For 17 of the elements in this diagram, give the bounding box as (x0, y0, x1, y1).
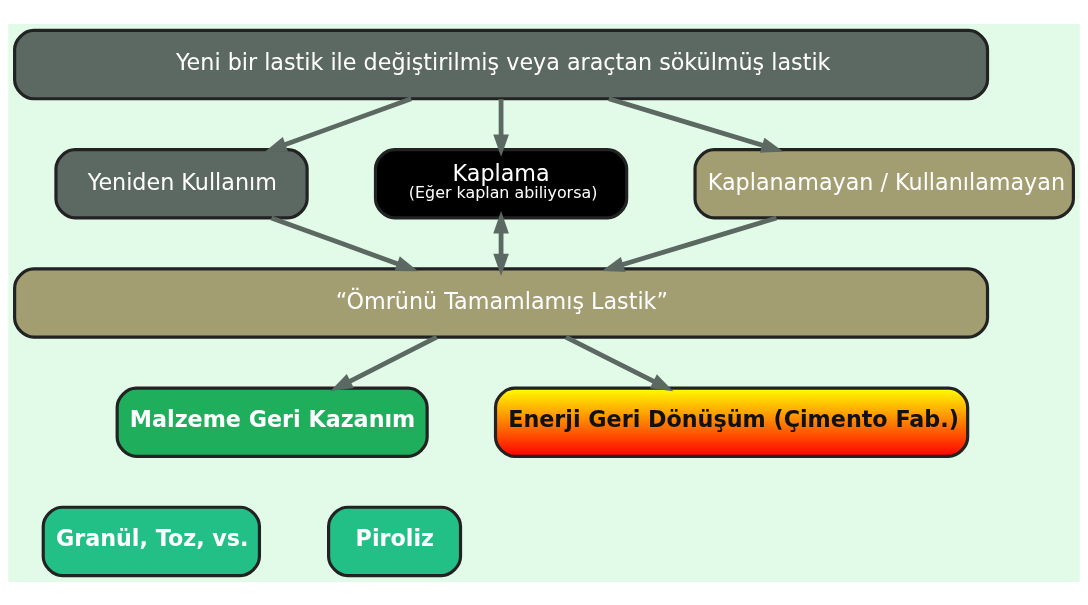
arrow (270, 215, 419, 271)
node-box: Kaplanamayan / Kullanılamayan (693, 147, 1075, 220)
node-box: Malzeme Geri Kazanım (115, 385, 429, 458)
node-box: Yeniden Kullanım (54, 147, 309, 220)
node-box: Piroliz (327, 505, 463, 577)
node-box: Granül, Toz, vs. (41, 505, 262, 577)
node-box: Enerji Geri Dönüşüm (Çimento Fab.) (493, 385, 970, 458)
node-box: “Ömrünü Tamamlamış Lastik” (13, 266, 990, 339)
arrow (608, 96, 784, 153)
arrow (330, 334, 438, 391)
node-box: Kaplama (Eğer kaplan abiliyorsa) (373, 147, 629, 220)
arrow (493, 210, 509, 276)
arrow (493, 98, 509, 157)
arrow (564, 334, 674, 391)
arrow (601, 215, 778, 272)
arrow (264, 96, 413, 152)
node-box: Yeni bir lastik ile değiştirilmiş veya araçtan sökülmüş lastik (13, 28, 990, 100)
